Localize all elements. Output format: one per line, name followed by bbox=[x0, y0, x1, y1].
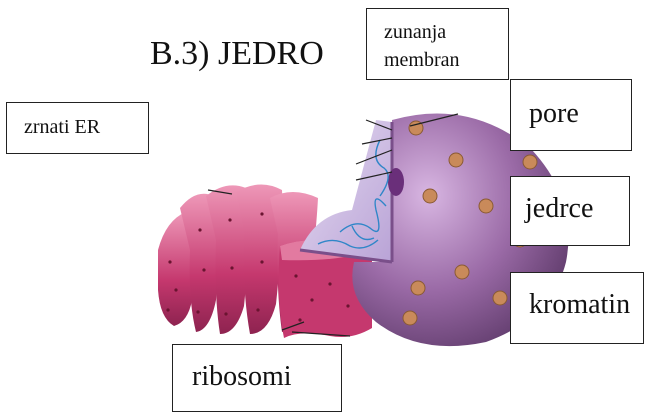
label-nucleolus-text: jedrce bbox=[525, 193, 593, 225]
label-nucleolus: jedrce bbox=[510, 176, 630, 246]
label-pores-text: pore bbox=[529, 98, 579, 130]
label-ribosomes: ribosomi bbox=[172, 344, 342, 412]
rough-er-shape bbox=[158, 184, 372, 338]
label-chromatin: kromatin bbox=[510, 272, 644, 344]
label-outer-membrane: zunanja membran bbox=[366, 8, 509, 80]
page-title: B.3) JEDRO bbox=[150, 34, 324, 74]
label-outer-membrane-line1: zunanja bbox=[384, 21, 446, 44]
label-outer-membrane-line2: membran bbox=[384, 49, 460, 72]
label-chromatin-text: kromatin bbox=[529, 289, 630, 321]
label-rough-er-text: zrnati ER bbox=[24, 116, 100, 139]
label-pores: pore bbox=[510, 79, 632, 151]
label-rough-er: zrnati ER bbox=[6, 102, 149, 154]
label-ribosomes-text: ribosomi bbox=[192, 361, 292, 393]
